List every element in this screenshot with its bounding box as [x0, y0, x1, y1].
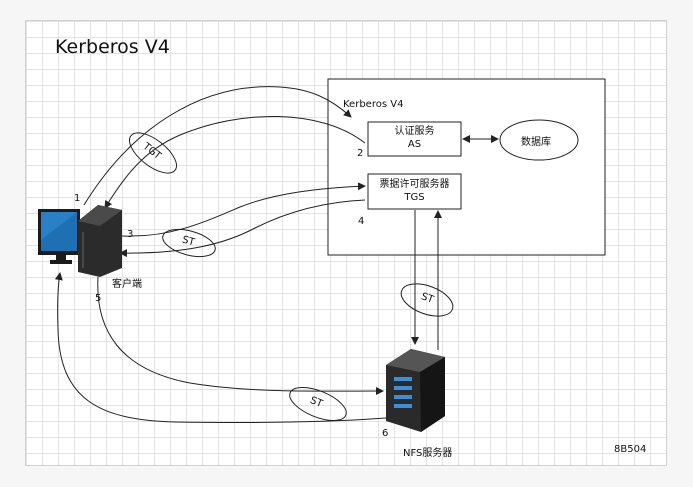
client-label: 客户端	[112, 279, 142, 290]
kdc-box	[327, 78, 606, 256]
step-2: 2	[357, 148, 364, 159]
step-4: 4	[358, 216, 365, 227]
arrow-2-tgt-reply	[104, 115, 366, 209]
st-ellipse-middle	[400, 283, 454, 317]
tgs-box	[367, 173, 462, 210]
arrow-4-st-reply	[119, 199, 366, 258]
diagram-title: Kerberos V4	[55, 36, 170, 58]
tgt-ellipse	[129, 132, 177, 174]
as-box-label: 认证服务 AS	[368, 125, 461, 151]
st-ellipse-bottom	[289, 387, 347, 421]
arrow-1-request	[83, 86, 352, 206]
step-1: 1	[74, 193, 81, 204]
nfs-server-label: NFS服务器	[403, 448, 453, 459]
step-3: 3	[127, 229, 134, 240]
tgs-label-line2: TGS	[404, 192, 425, 203]
arrow-5-service-request	[97, 276, 384, 396]
arrow-6-service-reply	[54, 272, 387, 424]
database-label: 数据库	[521, 137, 551, 148]
kdc-label: Kerberos V4	[343, 99, 404, 110]
as-box	[367, 121, 462, 157]
footer-code: 8B504	[614, 444, 647, 455]
tgs-label-line1: 票据许可服务器	[379, 179, 450, 190]
step-5: 5	[95, 293, 102, 304]
st-ellipse-client	[162, 228, 216, 258]
step-6: 6	[382, 428, 389, 439]
arrow-3-st-request	[121, 182, 366, 237]
as-label-line2: AS	[407, 139, 422, 150]
database-ellipse	[499, 119, 579, 161]
tgs-box-label: 票据许可服务器 TGS	[368, 178, 461, 204]
client-computer-icon	[38, 205, 122, 277]
nfs-server-icon	[386, 349, 445, 432]
as-label-line1: 认证服务	[394, 126, 435, 137]
